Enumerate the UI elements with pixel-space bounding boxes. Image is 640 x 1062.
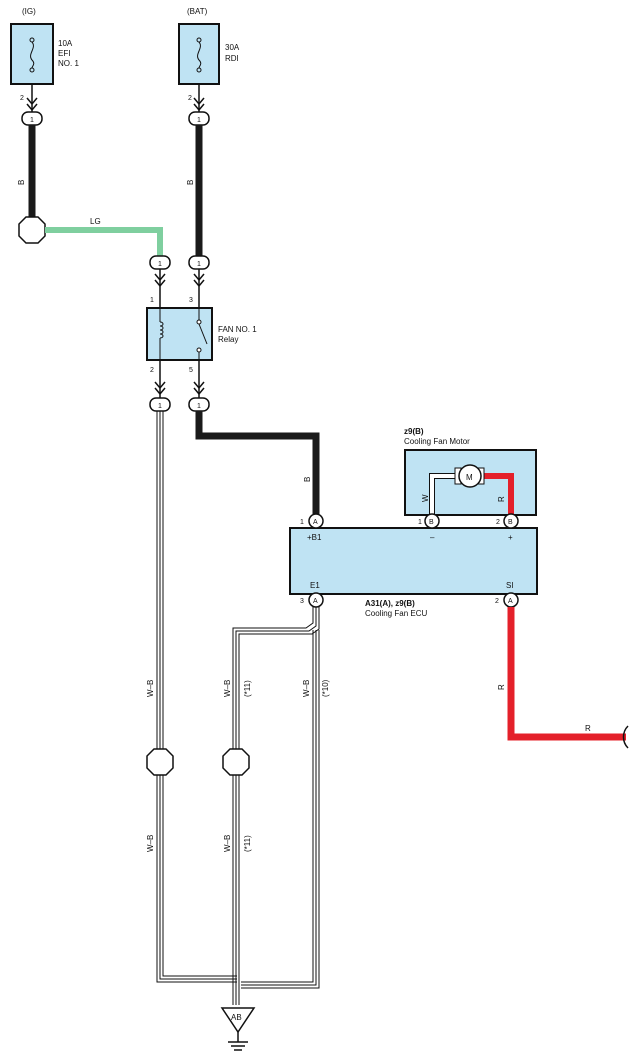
motor-plus-label: +: [508, 533, 513, 542]
motor-code: z9(B): [404, 427, 424, 436]
ecu-term-e1: E1: [310, 581, 320, 590]
relay-conn-bot-right-label: 1: [197, 403, 201, 410]
wire-wb-group: [156, 411, 320, 1005]
relay-conn-bot-left-label: 1: [158, 403, 162, 410]
connector-icon: [154, 381, 166, 396]
fuse-efi-source: (IG): [22, 7, 36, 16]
relay-coil-icon: [159, 308, 164, 360]
wire-label-lg: LG: [90, 217, 101, 226]
ground-label: AB: [231, 1013, 242, 1022]
motor-conn-minus-label: B: [429, 519, 434, 526]
relay-pin-5: 5: [189, 367, 193, 374]
fuse-rdi: (BAT) 30A RDI 2 1: [178, 7, 240, 126]
wire-label-b-1: B: [17, 180, 26, 185]
ecu-term-b1: +B1: [307, 533, 322, 542]
wire-label-r-3: R: [585, 724, 591, 733]
connector-icon: [193, 273, 205, 288]
fuse-rdi-source: (BAT): [187, 7, 208, 16]
ecu-conn-e1: [308, 592, 324, 608]
wire-lg: [45, 227, 163, 260]
wire-note-11-a: (*11): [243, 680, 252, 697]
fuse-rdi-rating: 30A: [225, 43, 240, 52]
relay-conn-top-right-label: 1: [197, 261, 201, 268]
relay-switch-icon: [196, 308, 208, 360]
relay: 1 1 1 3 FAN NO. 1 Relay 2 5: [146, 255, 257, 412]
fuse-efi-box: [10, 23, 54, 85]
relay-name2: Relay: [218, 335, 238, 344]
motor-conn-plus-label: B: [508, 519, 513, 526]
splice-icon: [222, 748, 250, 776]
fuse-rdi-pin: 2: [188, 95, 192, 102]
motor-pin-1: 1: [418, 519, 422, 526]
motor-name: Cooling Fan Motor: [404, 437, 470, 446]
relay-name: FAN NO. 1: [218, 325, 257, 334]
motor-pin-2: 2: [496, 519, 500, 526]
ecu-name: Cooling Fan ECU: [365, 609, 427, 618]
wire-label-wb-1: W–B: [146, 680, 155, 697]
motor-symbol: M: [466, 473, 473, 482]
wire-label-wb-4: W–B: [146, 835, 155, 852]
wire-label-b-3: B: [303, 477, 312, 482]
motor-conn-minus: [424, 513, 440, 529]
fuse-icon: [196, 37, 202, 73]
fuse-efi-name2: NO. 1: [58, 59, 79, 68]
fuse-efi-pin: 2: [20, 95, 24, 102]
ecu-conn-b1: [308, 513, 324, 529]
ecu-pin-2: 2: [495, 598, 499, 605]
connector-icon: [193, 97, 205, 112]
fuse-efi-conn: 1: [30, 117, 34, 124]
ecu-pin-3: 3: [300, 598, 304, 605]
fuse-icon: [29, 37, 35, 73]
wire-b-ecu: [195, 411, 320, 514]
connector-icon: [193, 381, 205, 396]
wire-r-si: [507, 607, 626, 741]
relay-pin-3: 3: [189, 297, 193, 304]
fuse-efi-rating: 10A: [58, 39, 73, 48]
ecu-term-si: SI: [506, 581, 514, 590]
relay-conn-top-left-label: 1: [158, 261, 162, 268]
ground-icon: [220, 1007, 256, 1051]
fuse-efi-name: EFI: [58, 49, 70, 58]
wire-label-w: W: [421, 494, 430, 502]
ecu-conn-b1-label: A: [313, 519, 318, 526]
wire-label-wb-2: W–B: [223, 680, 232, 697]
wire-label-r-1: R: [497, 496, 506, 502]
ecu-code: A31(A), z9(B): [365, 599, 415, 608]
relay-pin-2: 2: [150, 367, 154, 374]
wire-continuation-icon: [622, 725, 629, 749]
motor-icon: M: [454, 464, 485, 488]
fuse-rdi-name: RDI: [225, 54, 239, 63]
ecu-box: [289, 527, 538, 595]
splice-icon: [18, 216, 46, 244]
ecu-conn-e1-label: A: [313, 598, 318, 605]
fuse-rdi-conn: 1: [197, 117, 201, 124]
splice-icon: [146, 748, 174, 776]
wire-label-wb-5: W–B: [223, 835, 232, 852]
wire-label-r-2: R: [497, 684, 506, 690]
fuse-efi: (IG) 10A EFI NO. 1 2 1: [10, 7, 79, 126]
motor-minus-label: –: [430, 533, 435, 542]
ecu-conn-si-label: A: [508, 598, 513, 605]
ecu-pin-1: 1: [300, 519, 304, 526]
wire-label-b-2: B: [186, 180, 195, 185]
cooling-fan-ecu: 1 A +B1 1 B – 2 B + E1 3 A SI 2 A A31(A)…: [289, 513, 538, 618]
wire-note-10: (*10): [321, 679, 330, 697]
connector-icon: [26, 97, 38, 112]
cooling-fan-motor: z9(B) Cooling Fan Motor M W R: [404, 427, 537, 516]
wire-note-11-b: (*11): [243, 835, 252, 852]
wire-label-wb-3: W–B: [302, 680, 311, 697]
connector-icon: [154, 273, 166, 288]
fuse-rdi-box: [178, 23, 220, 85]
relay-box: [146, 307, 213, 361]
motor-conn-plus: [503, 513, 519, 529]
relay-pin-1: 1: [150, 297, 154, 304]
